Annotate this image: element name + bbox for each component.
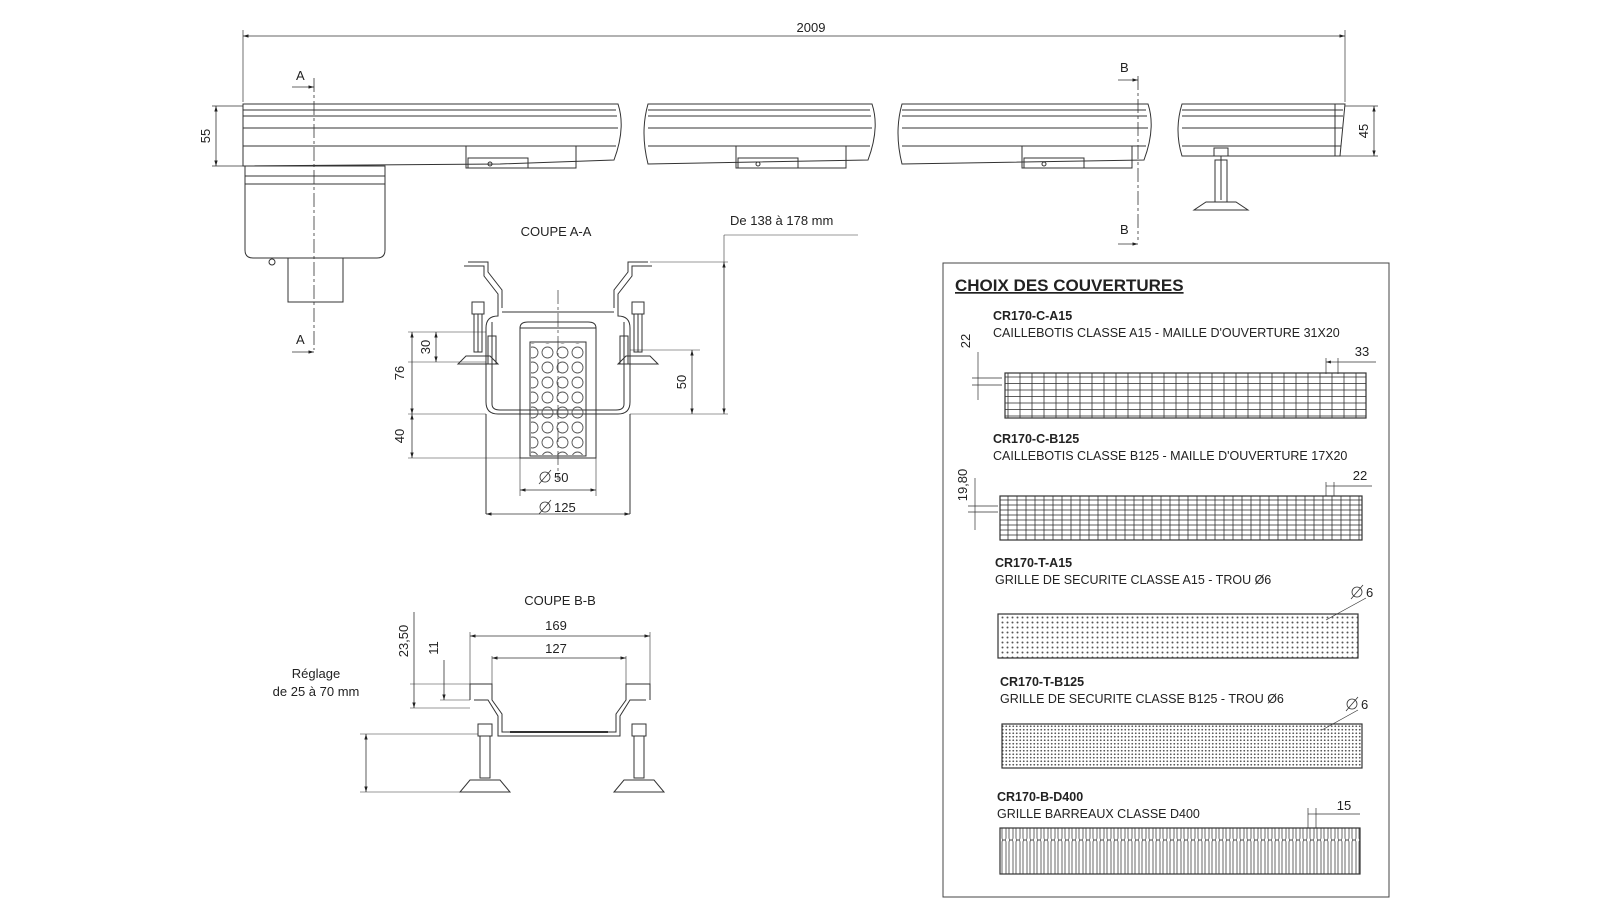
cover-desc: GRILLE DE SECURITE CLASSE A15 - TROU Ø6	[995, 573, 1271, 587]
channel-segment-3	[897, 103, 1152, 169]
cover-item-c-a15: CR170-C-A15 CAILLEBOTIS CLASSE A15 - MAI…	[958, 309, 1376, 419]
cover-code: CR170-T-B125	[1000, 675, 1084, 689]
foot-right	[612, 723, 666, 793]
section-aa-range-label: De 138 à 178 mm	[730, 213, 833, 228]
cover-item-c-b125: CR170-C-B125 CAILLEBOTIS CLASSE B125 - M…	[955, 432, 1372, 541]
cover-desc: GRILLE DE SECURITE CLASSE B125 - TROU Ø6	[1000, 692, 1284, 706]
adjust-label-line1: Réglage	[292, 666, 340, 681]
dim-top-label: 33	[1355, 344, 1369, 359]
section-bb-drawing	[360, 612, 666, 793]
cover-code: CR170-T-A15	[995, 556, 1072, 570]
dim-side-label: 22	[958, 334, 973, 348]
dim-23-50-label: 23,50	[396, 625, 411, 658]
channel-segment-2	[643, 103, 876, 169]
channel-segment-4	[1177, 103, 1346, 211]
section-aa-title: COUPE A-A	[521, 224, 592, 239]
dim-11-label: 11	[426, 641, 441, 655]
grating-b125-drawing	[999, 495, 1363, 541]
cover-item-t-a15: CR170-T-A15 GRILLE DE SECURITE CLASSE A1…	[995, 556, 1373, 659]
dim-top-label: 22	[1353, 468, 1367, 483]
covers-title: CHOIX DES COUVERTURES	[955, 276, 1184, 295]
cover-desc: CAILLEBOTIS CLASSE B125 - MAILLE D'OUVER…	[993, 449, 1347, 463]
section-bb-title: COUPE B-B	[524, 593, 596, 608]
dim-30-label: 30	[418, 340, 433, 354]
dim-40-label: 40	[392, 429, 407, 443]
diameter-icon	[1346, 698, 1358, 710]
section-a-bottom-label: A	[296, 332, 305, 347]
dim-top-label: 6	[1366, 585, 1373, 600]
outlet-pot	[244, 165, 386, 303]
cover-item-b-d400: CR170-B-D400 GRILLE BARREAUX CLASSE D400…	[997, 790, 1361, 875]
cover-desc: GRILLE BARREAUX CLASSE D400	[997, 807, 1200, 821]
dim-top-label: 15	[1337, 798, 1351, 813]
safety-grating-a15-drawing	[997, 613, 1359, 659]
width-outer-label: 169	[545, 618, 567, 633]
grating-a15-drawing	[1004, 372, 1367, 419]
channel-segment-1	[242, 103, 622, 169]
cover-code: CR170-C-B125	[993, 432, 1079, 446]
section-b-bottom-label: B	[1120, 222, 1129, 237]
diameter-50-label: 50	[554, 470, 568, 485]
elevation-view	[212, 30, 1378, 354]
cover-code: CR170-B-D400	[997, 790, 1083, 804]
section-a-top-label: A	[296, 68, 305, 83]
width-inner-label: 127	[545, 641, 567, 656]
foot-left	[458, 723, 512, 793]
length-label: 2009	[797, 20, 826, 35]
bolt-right	[616, 301, 660, 365]
section-b-top-label: B	[1120, 60, 1129, 75]
height-left-label: 55	[198, 129, 213, 143]
diameter-125-label: 125	[554, 500, 576, 515]
dim-50-right-label: 50	[674, 375, 689, 389]
covers-panel	[942, 262, 1390, 898]
diameter-icon	[1351, 586, 1363, 598]
cover-item-t-b125: CR170-T-B125 GRILLE DE SECURITE CLASSE B…	[1000, 675, 1368, 769]
bar-grating-d400-drawing	[999, 827, 1361, 875]
bolt-left	[456, 301, 500, 365]
section-aa-drawing	[408, 234, 858, 516]
dim-top-label: 6	[1361, 697, 1368, 712]
adjust-label-line2: de 25 à 70 mm	[273, 684, 360, 699]
cover-code: CR170-C-A15	[993, 309, 1072, 323]
dim-side-label: 19,80	[955, 469, 970, 502]
height-right-label: 45	[1356, 124, 1371, 138]
cover-desc: CAILLEBOTIS CLASSE A15 - MAILLE D'OUVERT…	[993, 326, 1340, 340]
safety-grating-b125-drawing	[1001, 723, 1363, 769]
dim-76-label: 76	[392, 366, 407, 380]
